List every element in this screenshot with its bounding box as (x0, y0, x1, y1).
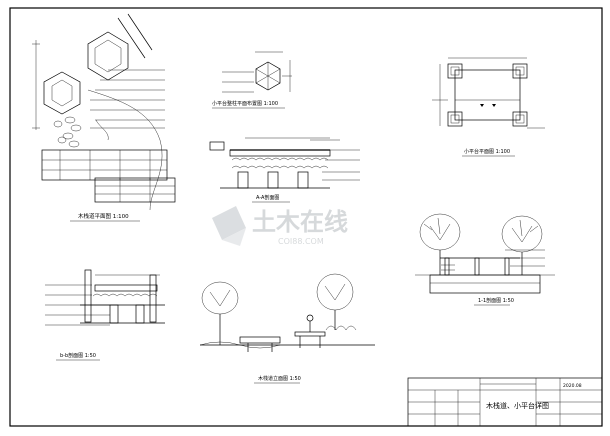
section-11-title: 1-1剖面图 1:50 (478, 297, 514, 304)
tree-right (501, 215, 543, 275)
platform-plan-title: 小平台平面图 1:100 (464, 148, 510, 155)
title-block: 木栈道、小平台详图 2020.08 (407, 377, 603, 427)
section-bb-view: b-b剖面图 1:50 (45, 269, 165, 361)
elevation-tree-right (316, 273, 354, 330)
hex-plan-title: 小平台整柱平面布置图 1:100 (212, 100, 278, 107)
drawing-title: 木栈道、小平台详图 (486, 401, 549, 410)
boardwalk-plan-title: 木栈道平面图 1:100 (78, 212, 129, 220)
watermark-brand: 土木在线 (252, 208, 348, 236)
hex-plan-view: 小平台整柱平面布置图 1:100 (212, 51, 292, 109)
watermark-url: COI88.COM (278, 237, 324, 246)
section-aa-view: A-A剖面图 (209, 137, 360, 203)
sheet-border (9, 7, 603, 427)
sheet-number: 2020.08 (563, 383, 582, 389)
elevation-view: 木栈道立面图 1:50 (199, 273, 375, 384)
elevation-title: 木栈道立面图 1:50 (258, 375, 301, 382)
platform-plan-view: 小平台平面图 1:100 (432, 57, 545, 157)
boardwalk-plan-view: 木栈道平面图 1:100 (32, 13, 176, 222)
section-aa-title: A-A剖面图 (256, 194, 279, 201)
tree-left (419, 213, 461, 275)
elevation-tree-left (201, 281, 239, 345)
watermark: 土木在线 COI88.COM (212, 206, 348, 246)
section-bb-title: b-b剖面图 1:50 (60, 352, 96, 359)
section-11-view: 1-1剖面图 1:50 (415, 213, 555, 306)
